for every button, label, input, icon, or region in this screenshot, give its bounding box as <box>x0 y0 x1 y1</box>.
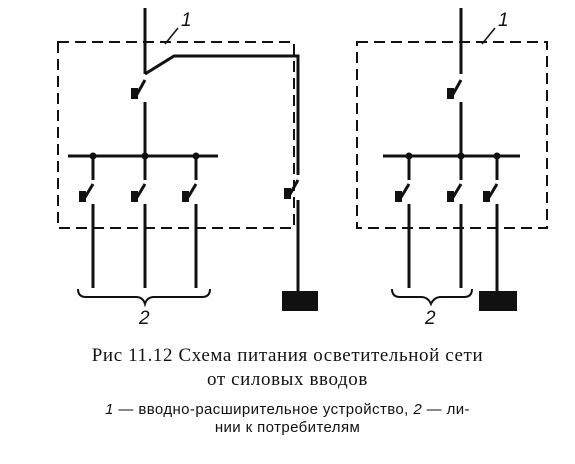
figure-legend-line1: 1 — вводно-расширительное устройство, 2 … <box>0 401 575 419</box>
left-branch-switch-2 <box>131 156 147 288</box>
legend-text-2: — ли- <box>426 401 470 418</box>
right-lines-brace <box>391 288 473 307</box>
right-device-label: 1 <box>498 10 509 31</box>
left-device-boundary <box>57 41 295 229</box>
left-branch-switch-3 <box>182 156 198 288</box>
legend-text-1: — вводно-расширительное устройство, <box>118 401 409 418</box>
left-device-label: 1 <box>181 10 192 31</box>
legend-number-2: 2 <box>413 401 423 418</box>
figure-caption-title-line2: от силовых вводов <box>207 369 368 390</box>
left-load-block <box>282 291 318 311</box>
left-label-1-leader <box>164 27 179 45</box>
right-branch-switch-2 <box>447 156 463 288</box>
right-device-boundary <box>356 41 548 229</box>
power-supply-diagram: 1 2 1 2 <box>57 8 548 329</box>
right-label-1-leader <box>481 27 496 45</box>
left-lines-brace <box>77 288 211 308</box>
right-main-switch <box>447 79 463 156</box>
left-branch-switch-1 <box>79 156 95 288</box>
right-scheme <box>356 8 548 311</box>
right-load-block <box>479 291 517 311</box>
left-external-switch <box>284 179 300 292</box>
left-main-switch <box>131 79 147 156</box>
left-scheme <box>57 8 318 311</box>
figure-caption-title: Рис 11.12 Схема питания осветительной се… <box>91 345 484 366</box>
left-lines-label: 2 <box>138 308 150 329</box>
right-branch-switch-1 <box>395 156 411 288</box>
legend-number-1: 1 <box>105 401 114 418</box>
right-branch-switch-3 <box>483 156 499 292</box>
figure-legend-line2: нии к потребителям <box>214 419 361 436</box>
right-lines-label: 2 <box>424 308 436 329</box>
left-tap-line <box>144 54 300 175</box>
